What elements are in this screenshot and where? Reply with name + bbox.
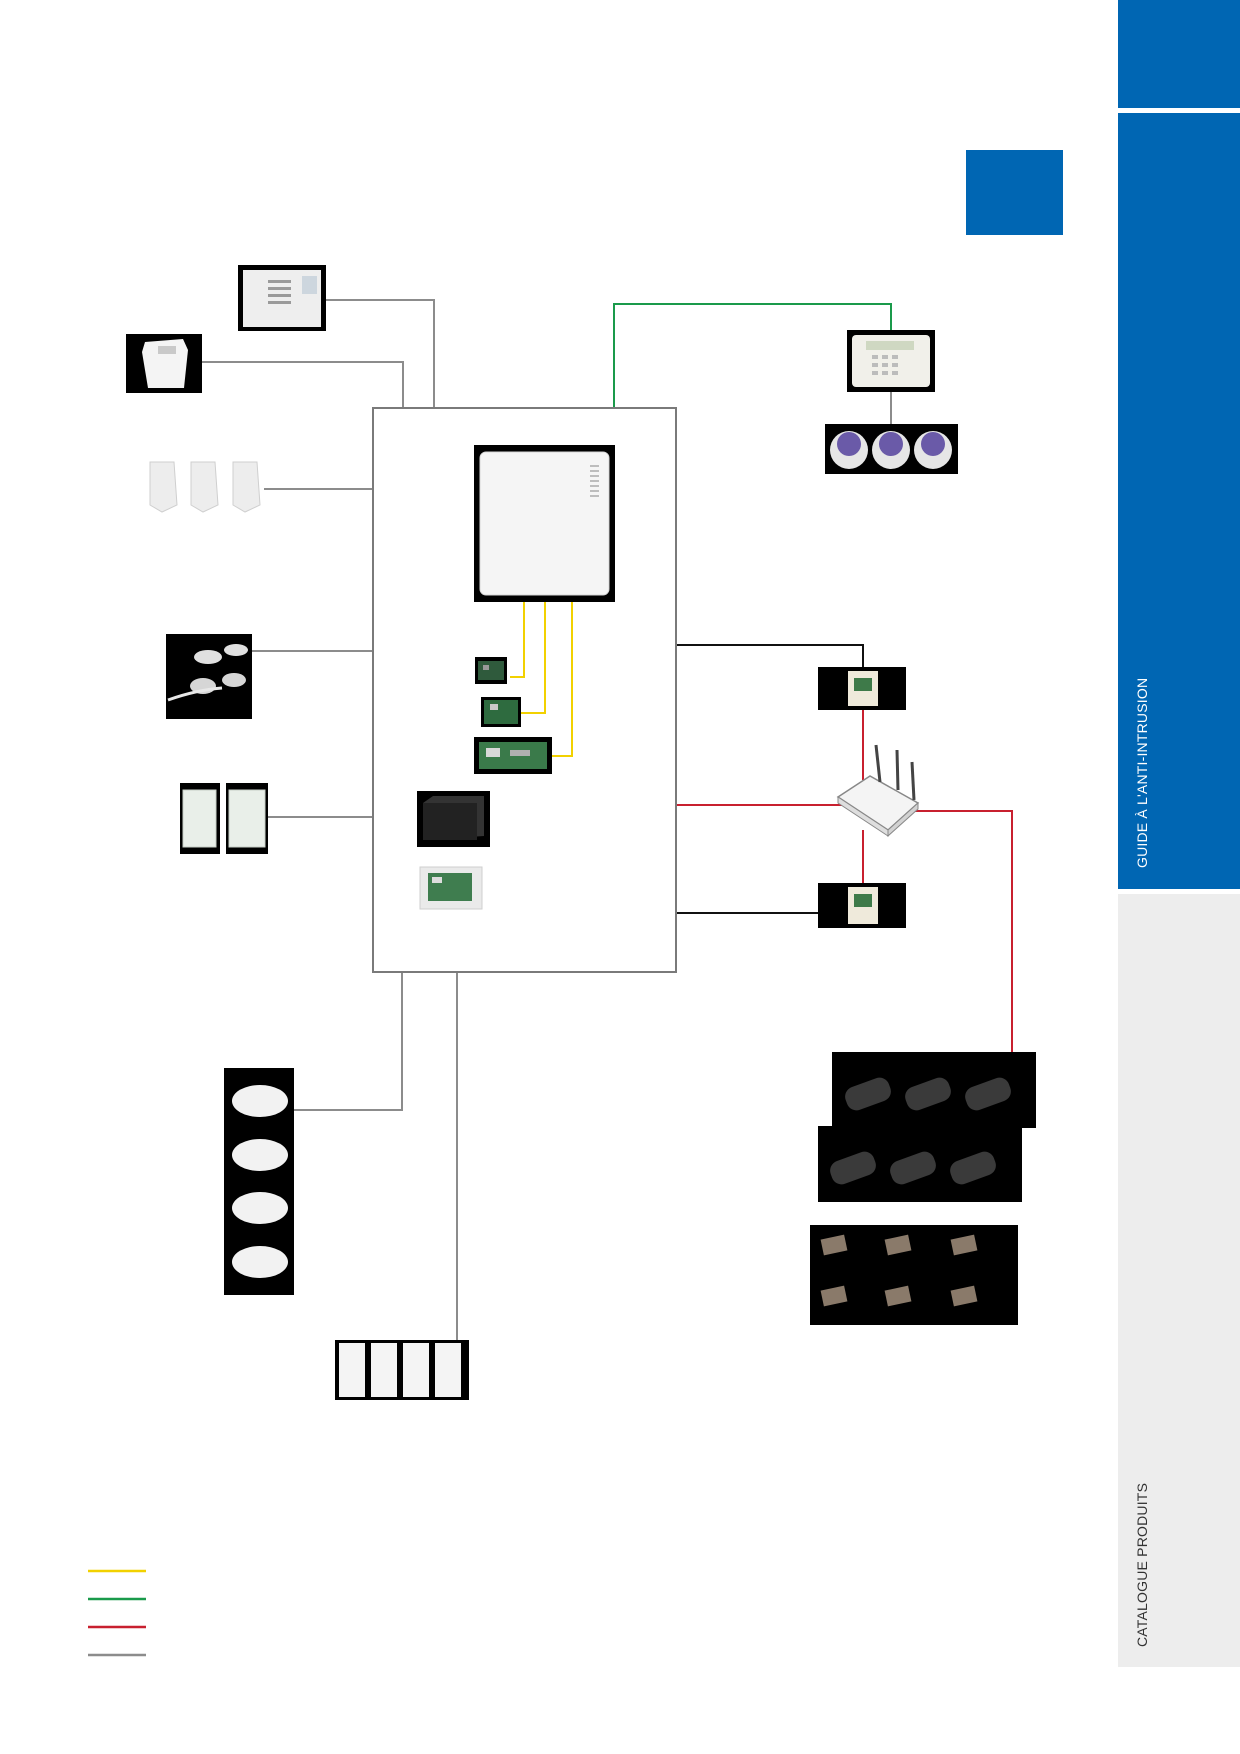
sidebar-tab-catalog[interactable] — [1118, 894, 1240, 1667]
network-connections — [677, 710, 1013, 1052]
alarm-control-panel[interactable] — [474, 445, 615, 602]
keypad[interactable] — [847, 330, 935, 392]
battery-unit — [417, 791, 490, 847]
door-contacts[interactable] — [166, 634, 252, 719]
sidebar-tab-guide[interactable] — [1118, 113, 1240, 889]
rfid-tags[interactable] — [825, 424, 958, 474]
sidebar-tab-top — [1118, 0, 1240, 108]
pir-detectors[interactable] — [149, 461, 261, 513]
wire-outdoor-siren — [202, 361, 404, 407]
bullet-cameras[interactable] — [818, 1052, 1036, 1202]
bus-module-2 — [520, 602, 546, 714]
router[interactable] — [836, 744, 920, 838]
wire-siren-cabinet — [326, 299, 435, 407]
bus-module-3 — [552, 602, 573, 757]
net-router-cameras — [915, 810, 1013, 1052]
io-board — [419, 866, 483, 910]
bus-module-1 — [510, 602, 525, 678]
smoke-detectors[interactable] — [224, 1068, 294, 1295]
expansion-module-3 — [474, 737, 552, 774]
legend — [88, 1569, 146, 1657]
wired-connections — [202, 299, 458, 1340]
siren-cabinet[interactable] — [238, 265, 326, 331]
curtain-detectors[interactable] — [180, 783, 268, 854]
expansion-module-1 — [475, 657, 507, 684]
magnetic-contacts[interactable] — [335, 1340, 469, 1400]
camera-power-supplies[interactable] — [810, 1225, 1018, 1325]
internal-bus — [510, 602, 573, 757]
power-connections — [677, 644, 864, 914]
wire-smoke-detectors — [294, 973, 403, 1111]
outdoor-siren[interactable] — [126, 334, 202, 393]
power-module-bottom[interactable] — [818, 883, 906, 928]
expansion-module-2 — [481, 697, 521, 727]
power-module-top[interactable] — [818, 667, 906, 710]
keypad-connections — [613, 303, 892, 407]
chapter-marker — [966, 150, 1063, 235]
wire-power-top — [677, 644, 864, 667]
wire-keypad — [613, 303, 892, 407]
